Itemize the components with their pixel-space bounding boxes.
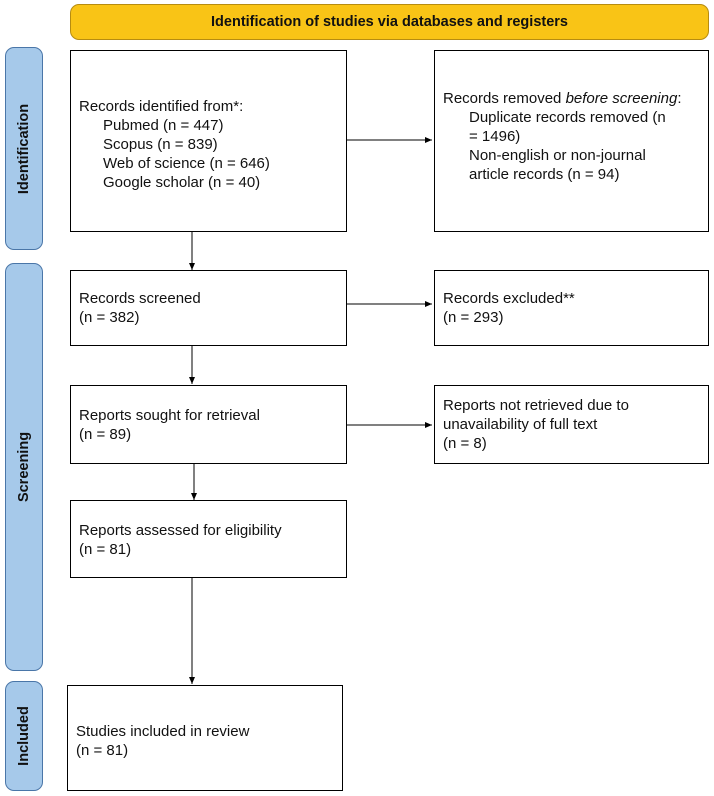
records-removed-title: Records removed before screening: (443, 90, 682, 107)
records-removed-box: Records removed before screening: Duplic… (434, 50, 709, 232)
reports-not-retrieved-box: Reports not retrieved due to unavailabil… (434, 385, 709, 464)
duplicates-removed-line2: = 1496) (469, 128, 521, 145)
source-google-scholar: Google scholar (n = 40) (103, 174, 261, 191)
non-english-line1: Non-english or non-journal (469, 147, 646, 164)
records-identified-box: Records identified from*: Pubmed (n = 44… (70, 50, 347, 232)
non-english-line2: article records (n = 94) (469, 166, 620, 183)
not-retrieved-line1: Reports not retrieved due to (443, 397, 629, 414)
records-screened-count: (n = 382) (79, 309, 140, 326)
studies-included-box: Studies included in review (n = 81) (67, 685, 343, 791)
records-excluded-box: Records excluded** (n = 293) (434, 270, 709, 346)
reports-sought-label: Reports sought for retrieval (79, 407, 260, 424)
studies-included-count: (n = 81) (76, 742, 129, 759)
records-excluded-count: (n = 293) (443, 309, 504, 326)
phase-included: Included (5, 681, 43, 791)
records-removed-title-suffix: : (677, 90, 682, 107)
source-web-of-science: Web of science (n = 646) (103, 155, 270, 172)
records-screened-label: Records screened (79, 290, 201, 307)
not-retrieved-count: (n = 8) (443, 435, 487, 452)
records-identified-title: Records identified from*: (79, 98, 244, 115)
source-pubmed: Pubmed (n = 447) (103, 117, 224, 134)
flow-header: Identification of studies via databases … (70, 4, 709, 40)
reports-assessed-box: Reports assessed for eligibility (n = 81… (70, 500, 347, 578)
reports-assessed-count: (n = 81) (79, 541, 132, 558)
studies-included-label: Studies included in review (76, 723, 250, 740)
records-excluded-label: Records excluded** (443, 290, 575, 307)
reports-assessed-label: Reports assessed for eligibility (79, 522, 282, 539)
duplicates-removed-line1: Duplicate records removed (n (469, 109, 666, 126)
source-scopus: Scopus (n = 839) (103, 136, 218, 153)
not-retrieved-line2: unavailability of full text (443, 416, 598, 433)
phase-identification: Identification (5, 47, 43, 250)
reports-sought-count: (n = 89) (79, 426, 132, 443)
reports-sought-box: Reports sought for retrieval (n = 89) (70, 385, 347, 464)
phase-screening: Screening (5, 263, 43, 671)
records-screened-box: Records screened (n = 382) (70, 270, 347, 346)
